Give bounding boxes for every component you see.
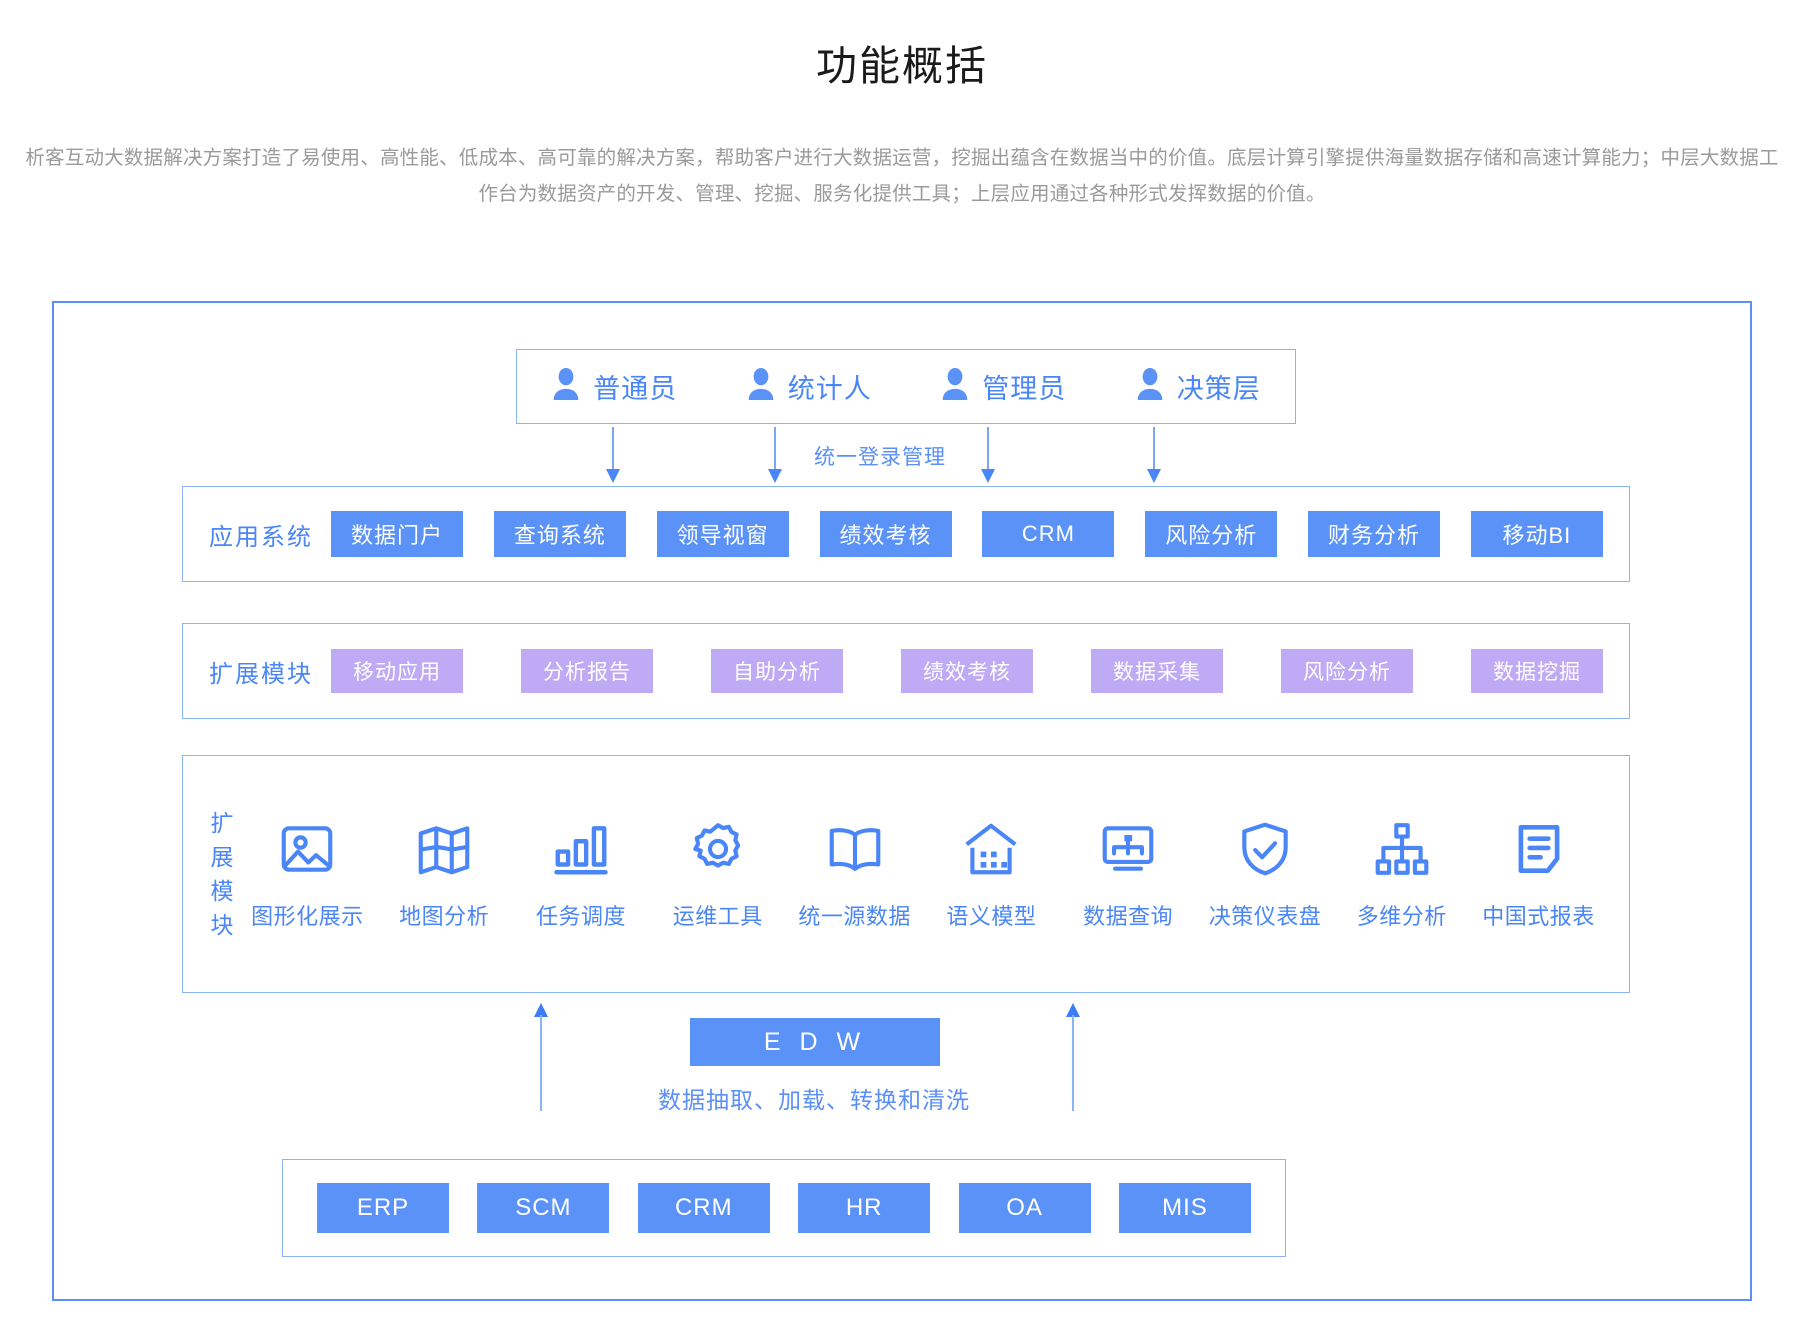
- capability-map-analysis[interactable]: 地图分析: [381, 818, 507, 931]
- map-icon: [413, 818, 475, 885]
- capability-label: 地图分析: [399, 903, 490, 929]
- capabilities-label: 扩展模块: [210, 810, 234, 938]
- application-systems-band: 应用系统 数据门户 查询系统 领导视窗 绩效考核 CRM 风险分析 财务分析 移…: [182, 486, 1630, 582]
- extension-modules-band: 扩展模块 移动应用 分析报告 自助分析 绩效考核 数据采集 风险分析 数据挖掘: [182, 623, 1630, 719]
- page-description: 析客互动大数据解决方案打造了易使用、高性能、低成本、高可靠的解决方案，帮助客户进…: [25, 147, 1779, 205]
- arrow-down-3: [1147, 427, 1161, 483]
- app-chip-finance[interactable]: 财务分析: [1308, 511, 1441, 557]
- role-item-2[interactable]: 管理员: [934, 367, 1072, 406]
- ext-chip-risk-analysis[interactable]: 风险分析: [1281, 649, 1413, 693]
- extension-modules-list: 移动应用 分析报告 自助分析 绩效考核 数据采集 风险分析 数据挖掘: [331, 649, 1603, 693]
- capability-ops-tools[interactable]: 运维工具: [655, 818, 781, 931]
- capability-unified-source-data[interactable]: 统一源数据: [792, 818, 918, 931]
- capability-decision-dashboard[interactable]: 决策仪表盘: [1202, 818, 1328, 931]
- capability-graphic-display[interactable]: 图形化展示: [244, 818, 370, 931]
- capability-semantic-model[interactable]: 语义模型: [928, 818, 1054, 931]
- capability-label: 任务调度: [535, 903, 626, 929]
- bar-chart-icon: [550, 818, 612, 885]
- user-roles-bar: 普通员 统计人 管理员: [516, 349, 1296, 424]
- role-label: 统计人: [787, 374, 872, 404]
- capability-chinese-report[interactable]: 中国式报表: [1476, 818, 1602, 931]
- capability-label: 运维工具: [672, 903, 763, 929]
- role-item-3[interactable]: 决策层: [1129, 367, 1267, 406]
- ext-chip-performance[interactable]: 绩效考核: [901, 649, 1033, 693]
- gear-icon: [687, 818, 749, 885]
- ext-chip-data-collect[interactable]: 数据采集: [1091, 649, 1223, 693]
- app-chip-query-system[interactable]: 查询系统: [493, 511, 626, 557]
- capability-multidim-analysis[interactable]: 多维分析: [1339, 818, 1465, 931]
- arrow-up-right: [1066, 1003, 1080, 1111]
- edw-box[interactable]: E D W: [690, 1018, 940, 1066]
- source-chip-erp[interactable]: ERP: [317, 1183, 449, 1233]
- ext-chip-self-analysis[interactable]: 自助分析: [711, 649, 843, 693]
- ext-chip-data-mining[interactable]: 数据挖掘: [1471, 649, 1603, 693]
- source-systems-band: ERP SCM CRM HR OA MIS: [282, 1159, 1286, 1257]
- capability-label: 决策仪表盘: [1208, 903, 1322, 929]
- house-icon: [960, 818, 1022, 885]
- role-item-0[interactable]: 普通员: [545, 367, 683, 406]
- role-label: 管理员: [982, 374, 1067, 404]
- arrow-down-2: [981, 427, 995, 483]
- book-icon: [824, 818, 886, 885]
- document-icon: [1508, 818, 1570, 885]
- app-chip-risk-analysis[interactable]: 风险分析: [1145, 511, 1278, 557]
- capability-label: 统一源数据: [798, 903, 911, 929]
- capability-label: 中国式报表: [1482, 903, 1595, 929]
- capability-label: 图形化展示: [251, 903, 364, 929]
- application-systems-label: 应用系统: [209, 523, 313, 551]
- unified-login-label: 统一登录管理: [814, 446, 946, 469]
- monitor-distribute-icon: [1097, 818, 1159, 885]
- capabilities-list: 图形化展示 地图分析: [239, 818, 1607, 931]
- app-chip-leader-view[interactable]: 领导视窗: [656, 511, 789, 557]
- ext-chip-analysis-report[interactable]: 分析报告: [521, 649, 653, 693]
- source-chip-hr[interactable]: HR: [798, 1183, 931, 1233]
- role-label: 决策层: [1176, 374, 1261, 404]
- capability-label: 语义模型: [946, 903, 1037, 929]
- person-icon: [746, 368, 776, 405]
- person-icon: [551, 368, 581, 405]
- app-chip-crm[interactable]: CRM: [982, 511, 1115, 557]
- source-chip-scm[interactable]: SCM: [477, 1183, 610, 1233]
- extension-modules-label: 扩展模块: [209, 660, 313, 688]
- arrow-down-0: [606, 427, 620, 483]
- role-item-1[interactable]: 统计人: [740, 367, 878, 406]
- source-chip-oa[interactable]: OA: [958, 1183, 1091, 1233]
- arrow-up-left: [534, 1003, 548, 1111]
- source-chip-crm[interactable]: CRM: [637, 1183, 770, 1233]
- ext-chip-mobile-app[interactable]: 移动应用: [331, 649, 463, 693]
- capability-data-query[interactable]: 数据查询: [1065, 818, 1191, 931]
- arrow-down-1: [768, 427, 782, 483]
- person-icon: [940, 368, 970, 405]
- image-icon: [276, 818, 338, 885]
- page-title: 功能概括: [816, 43, 988, 89]
- capability-label: 多维分析: [1356, 903, 1447, 929]
- capability-label: 数据查询: [1083, 903, 1174, 929]
- hierarchy-icon: [1371, 818, 1433, 885]
- role-label: 普通员: [593, 374, 678, 404]
- shield-check-icon: [1234, 818, 1296, 885]
- app-chip-performance[interactable]: 绩效考核: [819, 511, 952, 557]
- architecture-diagram: 普通员 统计人 管理员: [52, 301, 1752, 1301]
- capability-task-schedule[interactable]: 任务调度: [518, 818, 644, 931]
- person-icon: [1135, 368, 1165, 405]
- source-chip-mis[interactable]: MIS: [1118, 1183, 1251, 1233]
- app-chip-mobile-bi[interactable]: 移动BI: [1470, 511, 1603, 557]
- app-chip-data-portal[interactable]: 数据门户: [331, 511, 463, 557]
- capabilities-band: 扩展模块 图形化展示: [182, 755, 1630, 993]
- edw-subtitle: 数据抽取、加载、转换和清洗: [658, 1087, 970, 1113]
- application-systems-list: 数据门户 查询系统 领导视窗 绩效考核 CRM 风险分析 财务分析 移动BI: [331, 511, 1603, 557]
